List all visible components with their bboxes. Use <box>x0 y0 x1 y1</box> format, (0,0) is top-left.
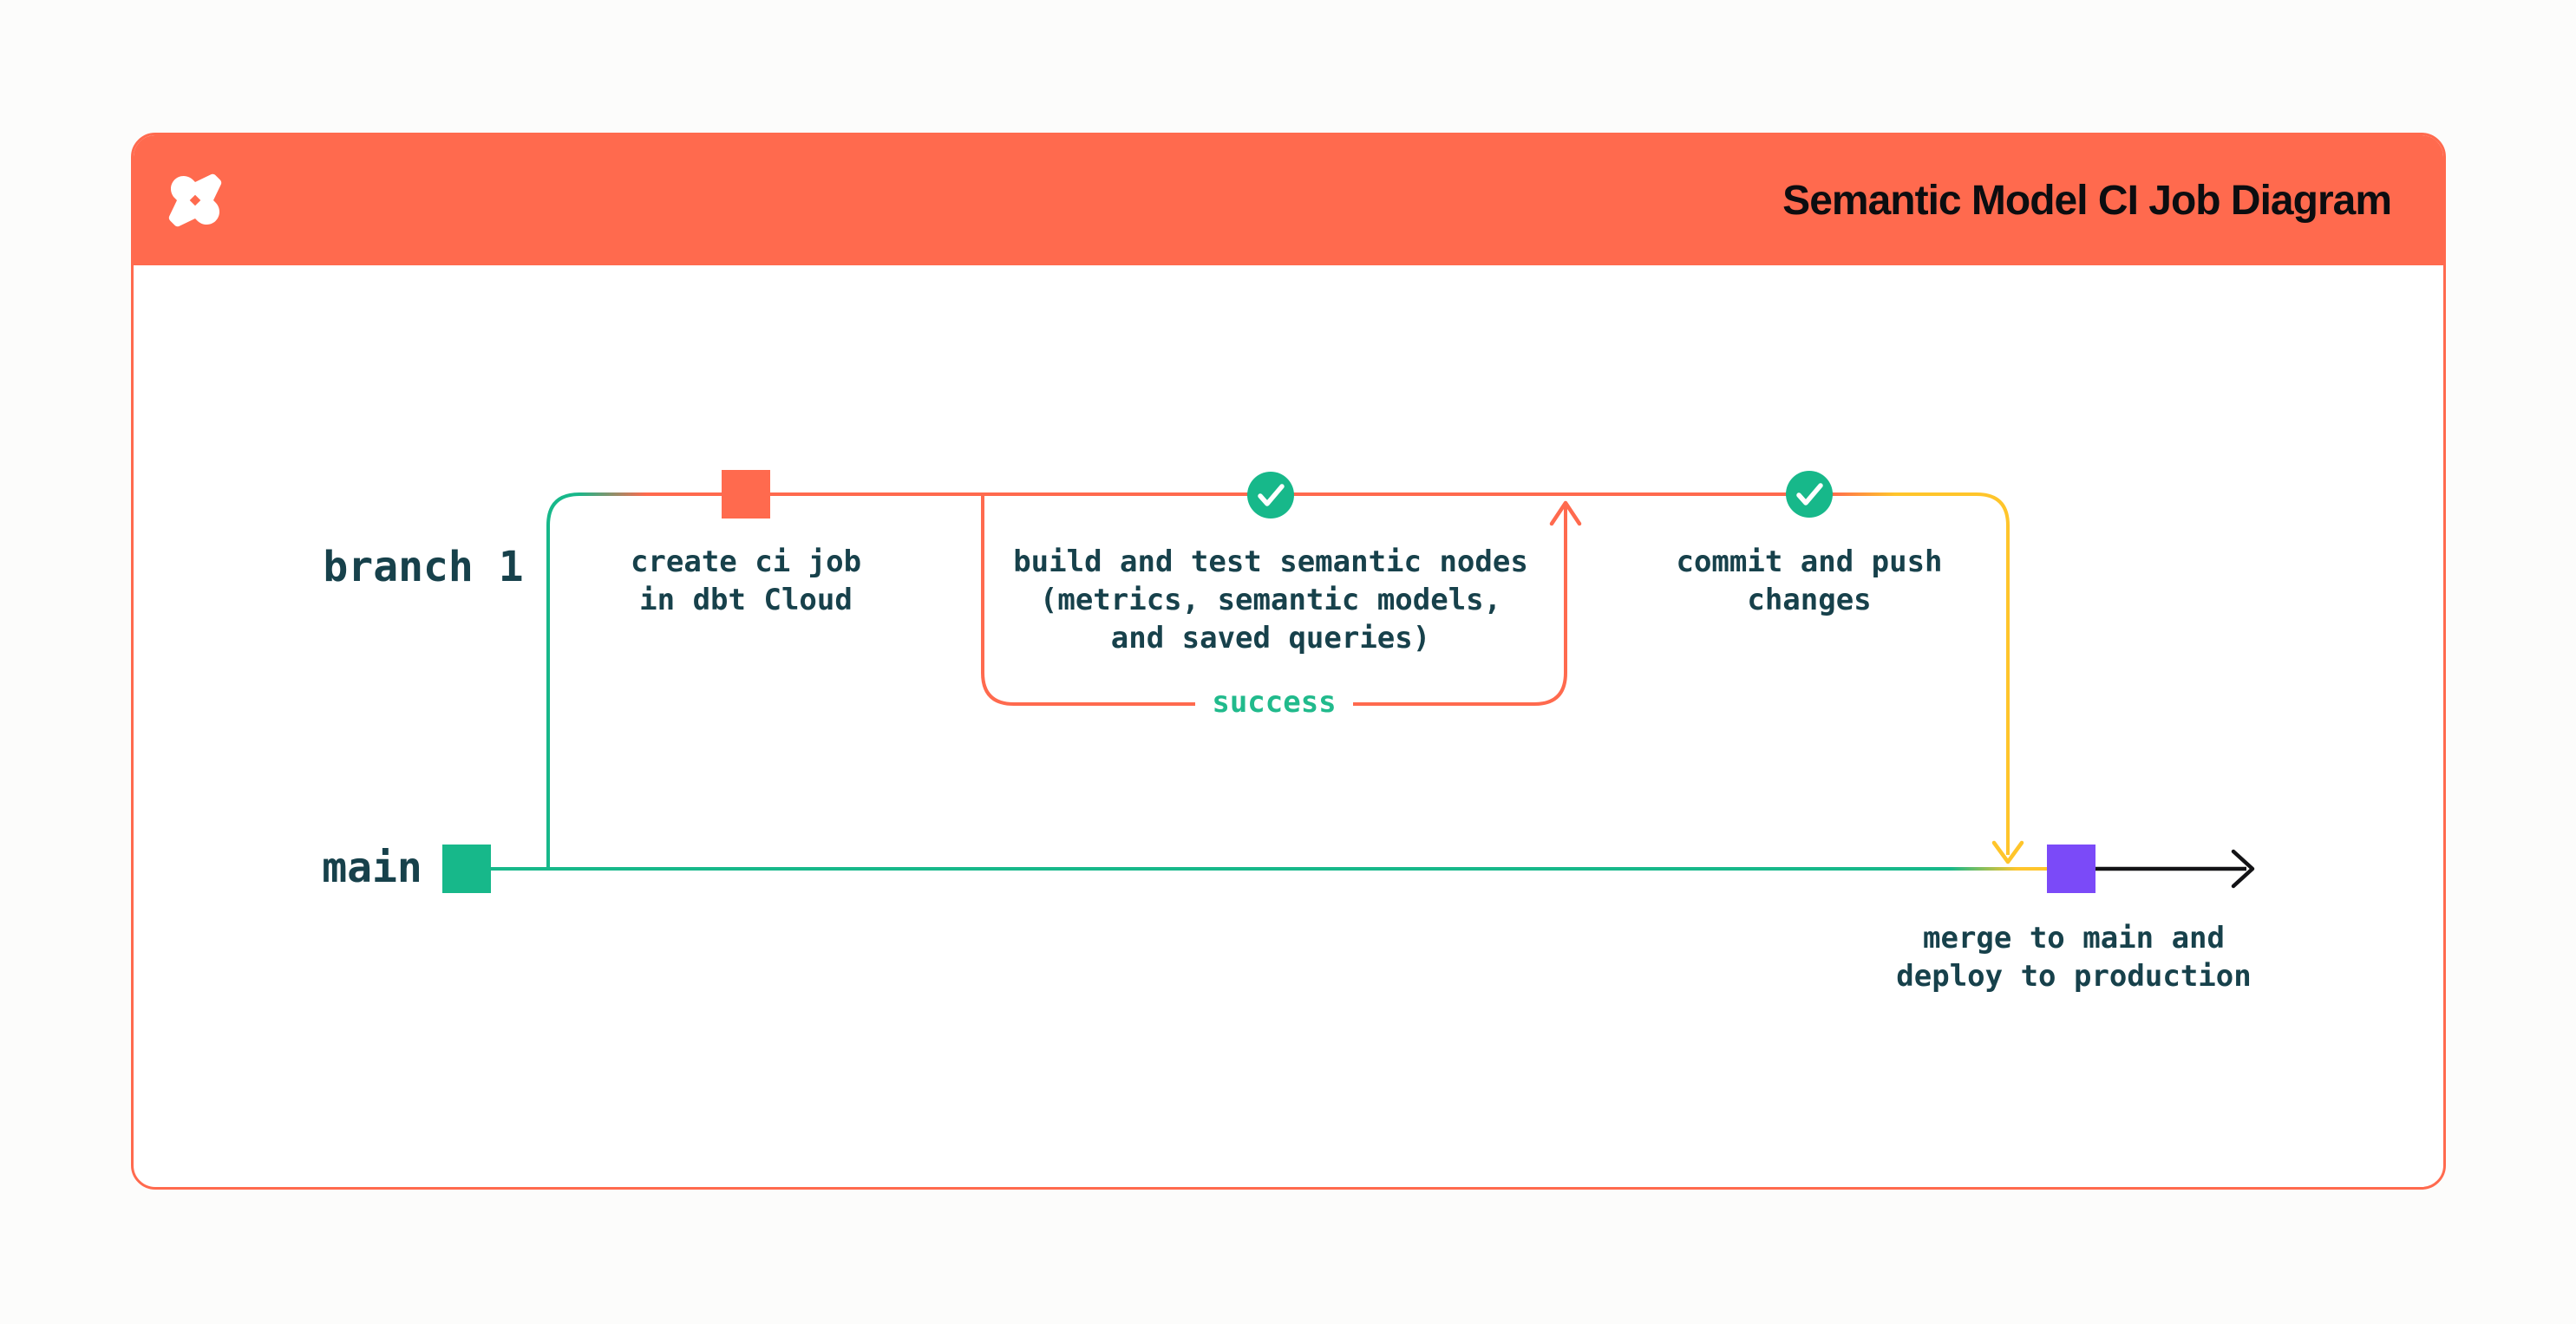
main-label: main <box>322 844 422 892</box>
node-label-merge-deploy: merge to main and deploy to production <box>1896 921 2252 994</box>
node-label-create-ci-job: create ci job in dbt Cloud <box>630 545 862 617</box>
node-label-commit-and-push: commit and push changes <box>1676 545 1943 617</box>
diagram-card: Semantic Model CI Job Diagram <box>131 133 2446 1190</box>
dbt-logo-icon <box>168 173 222 227</box>
page-title: Semantic Model CI Job Diagram <box>1782 177 2392 224</box>
node-label-build-and-test: build and test semantic nodes (metrics, … <box>1013 545 1528 655</box>
card-header: Semantic Model CI Job Diagram <box>134 135 2443 265</box>
success-loop-label: success <box>1212 685 1337 720</box>
branch-label: branch 1 <box>323 543 524 591</box>
